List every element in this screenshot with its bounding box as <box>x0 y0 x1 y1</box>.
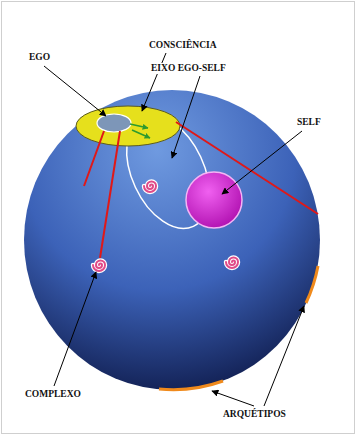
consciousness-ellipse <box>76 106 180 146</box>
complex-spiral <box>226 258 238 269</box>
ego-arrow <box>130 124 148 128</box>
part-label: EGO <box>28 52 51 63</box>
part-label: COMPLEXO <box>24 389 82 400</box>
leader-line <box>172 76 200 158</box>
part-label: ARQUÉTIPOS <box>222 409 287 420</box>
red-line <box>100 131 120 258</box>
ego-ellipse <box>97 114 131 132</box>
part-label: EIXO EGO-SELF <box>150 63 227 74</box>
self-circle <box>186 172 242 228</box>
complex-spiral <box>93 261 105 272</box>
leader-line <box>44 66 106 116</box>
complex-spiral <box>93 261 105 272</box>
complex-spiral <box>144 182 156 193</box>
leader-lines <box>44 53 304 406</box>
psyche-sphere <box>24 90 320 390</box>
leader-line <box>54 272 96 386</box>
red-line <box>176 122 318 214</box>
archetype-arc <box>306 266 318 303</box>
complex-spirals <box>93 182 238 272</box>
complex-spiral <box>226 258 238 269</box>
red-lines <box>84 122 318 258</box>
ego-arrow <box>132 130 150 138</box>
part-label: SELF <box>296 117 322 128</box>
leader-line <box>222 131 302 194</box>
part-label: CONSCIÊNCIA <box>148 40 218 51</box>
red-line <box>84 131 104 186</box>
leader-line <box>264 306 304 406</box>
archetype-arc <box>159 381 223 390</box>
complex-spiral <box>144 182 156 193</box>
leader-line <box>212 391 254 406</box>
leader-line <box>142 53 166 111</box>
